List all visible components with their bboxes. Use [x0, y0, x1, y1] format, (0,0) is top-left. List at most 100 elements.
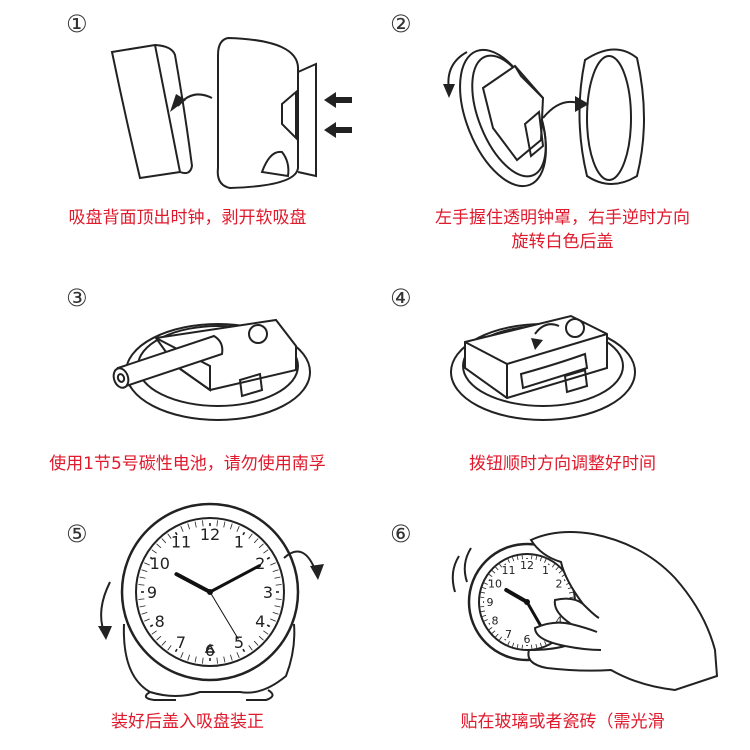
clock-tick [499, 563, 503, 568]
clock-tick [202, 657, 204, 664]
clock-tick [202, 520, 204, 527]
step-2: ② 左手握住透明钟罩，右手逆时方向 旋转白色后盖 [375, 0, 750, 252]
step-4: ④ 拨钮顺时方向调整好时间 [375, 250, 750, 500]
clock-tick [156, 543, 162, 549]
step-number: ③ [66, 284, 88, 312]
clock-tick [223, 521, 226, 528]
step-number: ⑤ [66, 520, 88, 548]
clock-tick [242, 531, 246, 536]
clock-numeral: 12 [520, 559, 534, 572]
clock-numeral: 11 [502, 564, 516, 577]
clock-tick [555, 566, 559, 571]
clock-numeral: 10 [488, 577, 502, 590]
clock-numeral: 4 [255, 612, 265, 631]
clock-tick [161, 640, 167, 646]
clock-numeral: 11 [171, 533, 191, 552]
clock-tick [236, 652, 240, 658]
clock-numeral: 1 [234, 533, 244, 552]
clock-tick [266, 624, 271, 628]
clock-tick [149, 556, 154, 560]
clock-tick [216, 520, 218, 527]
clock-tick [167, 645, 172, 651]
clock-center [524, 599, 530, 605]
clock-tick [161, 538, 167, 544]
clock-tick [480, 591, 486, 594]
clock-numeral: 3 [263, 583, 273, 602]
clock-tick [266, 556, 271, 560]
clock-numeral: 7 [176, 633, 186, 652]
clock-hand [208, 564, 261, 594]
clock-tick [504, 563, 507, 566]
step-number: ② [390, 10, 412, 38]
clock-tick [491, 570, 496, 574]
clock-tick [488, 574, 493, 578]
clock-tick [174, 531, 178, 536]
clock-tick [144, 562, 150, 566]
clock-tick [491, 630, 496, 634]
clock-tick [512, 557, 515, 562]
clock-tick [194, 521, 197, 528]
clock-tick [139, 576, 146, 579]
rotate-arrow-icon [531, 338, 543, 350]
push-arrows-icon [324, 92, 352, 138]
clock-tick [236, 526, 240, 532]
clock-tick [482, 614, 487, 617]
clock-tick [144, 618, 150, 622]
clock-center [207, 589, 213, 595]
clock-tick [248, 645, 253, 651]
clock-tick [156, 635, 162, 641]
clock-tick [187, 523, 190, 530]
clock-tick [275, 598, 282, 600]
clock-tick [194, 656, 197, 663]
arrow-left-icon [170, 94, 186, 112]
step-caption: 吸盘背面顶出时钟，剥开软吸盘 [68, 208, 307, 228]
clock-tick [539, 642, 542, 647]
clock-tick [504, 638, 507, 641]
clock-numeral: 1 [542, 564, 549, 577]
clock-tick [568, 591, 574, 594]
clock-tick [138, 598, 145, 600]
clock-numeral: 4 [556, 614, 563, 627]
clock-tick [258, 543, 264, 549]
clock-tick [180, 526, 184, 532]
clock-tick [512, 642, 515, 647]
clock-tick [139, 605, 146, 608]
step-4-illustration [450, 314, 636, 421]
clock-tick [216, 657, 218, 664]
clock-tick [141, 612, 148, 615]
clock-tick [488, 622, 491, 625]
clock-tick [544, 558, 547, 563]
clock-tick [535, 643, 538, 649]
step-1: ① 吸盘背面顶出时钟，剥开软吸盘 [0, 0, 375, 250]
clock-numeral: 2 [255, 554, 265, 573]
step-caption: 贴在玻璃或者瓷砖（需光滑 [460, 712, 665, 732]
clock-tick [482, 587, 487, 590]
clock-tick [270, 618, 276, 622]
clock-tick [151, 630, 157, 635]
clock-tick [499, 636, 503, 641]
alignment-mark-icon [204, 643, 216, 653]
clock-tick [242, 648, 246, 653]
clock-tick [174, 648, 178, 653]
clock-tick [488, 579, 491, 582]
clock-tick [547, 563, 550, 566]
clock-tick [263, 630, 269, 635]
clock-tick [258, 635, 264, 641]
clock-tick [270, 562, 276, 566]
clock-tick [483, 619, 488, 622]
step-3-illustration [112, 318, 311, 421]
step-number: ④ [390, 284, 412, 312]
clock-tick [230, 523, 233, 530]
clock-tick [151, 549, 157, 554]
rotate-arrow-icon [575, 96, 589, 112]
clock-tick [274, 605, 281, 608]
clock-numeral: 6 [524, 633, 531, 646]
clock-tick [223, 656, 226, 663]
clock-tick [248, 533, 253, 539]
clock-tick [495, 633, 499, 638]
clock-numeral: 10 [150, 554, 170, 573]
